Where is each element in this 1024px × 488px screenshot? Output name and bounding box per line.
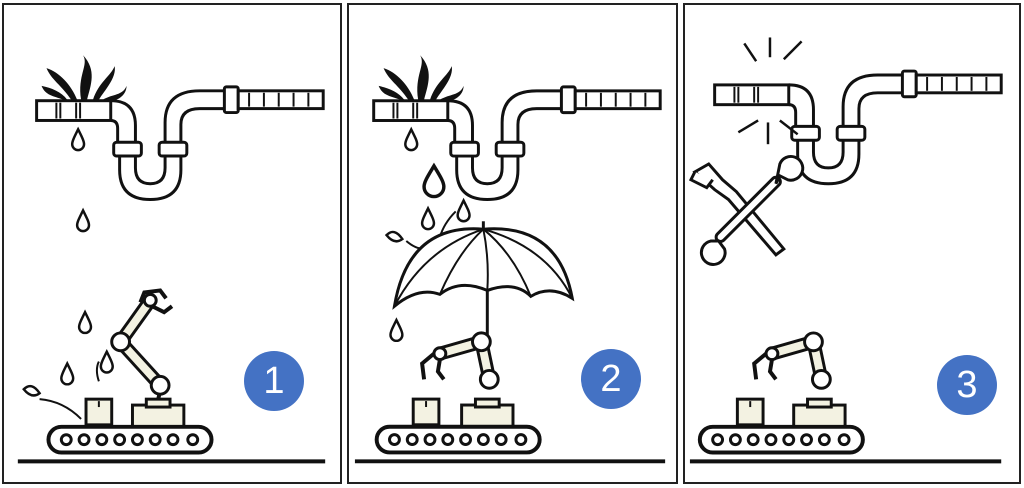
spanner-icon (699, 154, 805, 266)
repaired-pipe-icon (713, 69, 1003, 186)
robot-arm-icon (110, 288, 186, 429)
box-icon (84, 397, 114, 427)
box-icon (411, 397, 441, 427)
panel-3-drawing (688, 37, 1003, 464)
robot-arm-icon (752, 331, 847, 429)
wrench-icon (688, 162, 786, 257)
panel-1: 1 (2, 3, 342, 484)
panel-2-drawing (354, 55, 666, 464)
sparkle-lines-icon (737, 37, 803, 145)
water-splash-icon (41, 55, 127, 102)
conveyor-belt-icon (374, 424, 542, 455)
umbrella-icon (392, 221, 575, 362)
panel-3: 3 (683, 3, 1021, 484)
step-badge: 2 (581, 349, 641, 409)
step-badge: 3 (937, 355, 997, 415)
water-splash-icon (378, 55, 464, 102)
conveyor-belt-icon (697, 424, 865, 455)
box-icon (735, 397, 765, 427)
conveyor-belt-icon (46, 424, 214, 455)
panel-1-drawing (17, 55, 326, 464)
panel-2: 2 (347, 3, 678, 484)
step-badge: 1 (244, 351, 304, 411)
robot-arm-icon (420, 331, 515, 429)
water-drop-icon (22, 128, 114, 420)
